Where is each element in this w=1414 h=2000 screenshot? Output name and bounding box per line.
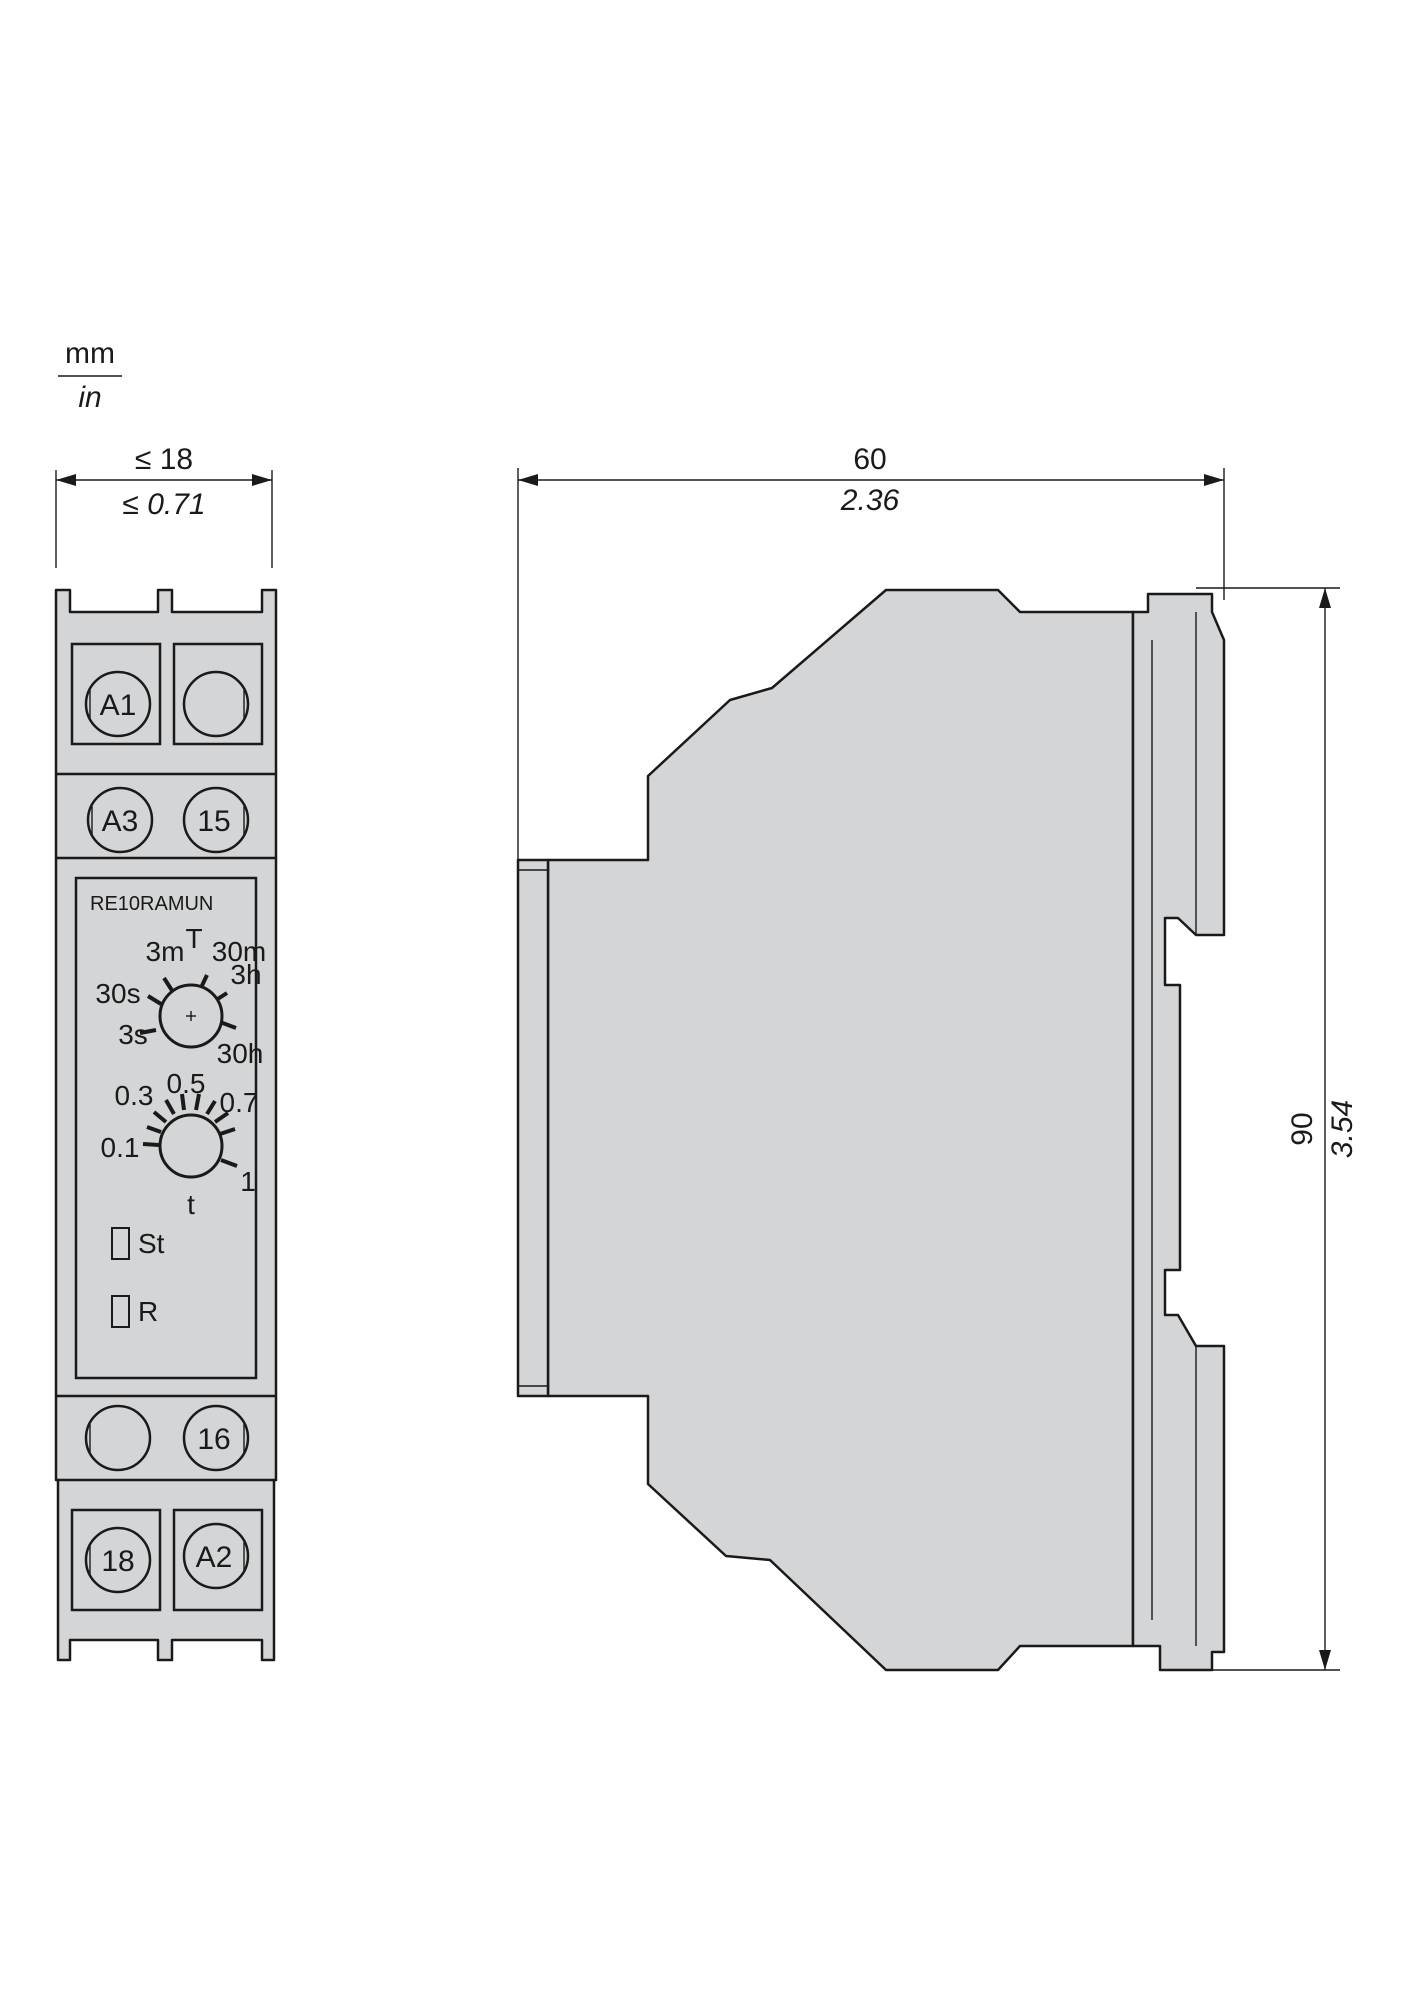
side-depth-mm: 60	[853, 443, 886, 476]
terminal-row-3: 16	[84, 1404, 250, 1472]
side-height-dimension: 90 3.54	[1196, 587, 1359, 1671]
side-front-cover	[516, 858, 550, 1398]
terminal-15	[182, 786, 250, 854]
fine-0-1: 0.1	[101, 1132, 140, 1163]
fine-0-7: 0.7	[220, 1087, 259, 1118]
side-housing	[546, 588, 1135, 1672]
range-3h: 3h	[230, 959, 261, 990]
side-depth-in: 2.36	[840, 484, 900, 517]
range-30s: 30s	[95, 978, 140, 1009]
fine-0-5: 0.5	[167, 1068, 206, 1099]
units-legend: mm in	[58, 337, 122, 414]
terminal-label-a1: A1	[100, 689, 137, 722]
terminal-empty-top	[182, 670, 250, 738]
model-label: RE10RAMUN	[90, 893, 213, 915]
fine-knob[interactable]	[142, 1093, 238, 1179]
side-height-mm: 90	[1286, 1112, 1319, 1145]
range-3m: 3m	[146, 936, 185, 967]
side-din-clip	[1131, 592, 1226, 1672]
led-st-label: St	[138, 1228, 165, 1259]
fine-0-3: 0.3	[115, 1080, 154, 1111]
terminal-empty-bottom	[84, 1404, 152, 1472]
side-view: 60 2.36 90 3.54	[516, 443, 1359, 1672]
front-view: ≤ 18 ≤ 0.71 A1 A3 15	[54, 443, 278, 1662]
led-r: R	[111, 1295, 158, 1328]
range-30h: 30h	[217, 1038, 264, 1069]
terminal-16	[182, 1404, 250, 1472]
units-in: in	[78, 381, 101, 414]
range-knob[interactable]	[139, 974, 237, 1049]
fine-marker: t	[187, 1189, 195, 1220]
front-width-in: ≤ 0.71	[122, 488, 205, 521]
range-30m: 30m	[212, 936, 266, 967]
range-3s: 3s	[118, 1019, 148, 1050]
terminal-row-4: 18 A2	[70, 1508, 264, 1612]
side-depth-dimension: 60 2.36	[517, 443, 1225, 860]
front-width-mm: ≤ 18	[135, 443, 193, 476]
terminal-18	[84, 1526, 152, 1594]
units-mm: mm	[65, 337, 115, 370]
terminal-row-1: A1	[70, 642, 264, 746]
range-marker: T	[185, 923, 202, 954]
fine-1: 1	[240, 1166, 256, 1197]
terminal-a1	[84, 670, 152, 738]
front-width-dimension: ≤ 18 ≤ 0.71	[55, 443, 273, 568]
led-st: St	[111, 1227, 165, 1260]
terminal-a2	[182, 1522, 250, 1590]
terminal-a3	[86, 786, 154, 854]
terminal-label-16: 16	[197, 1423, 230, 1456]
terminal-label-18: 18	[101, 1545, 134, 1578]
led-r-label: R	[138, 1296, 158, 1327]
terminal-label-a3: A3	[102, 805, 139, 838]
terminal-label-15: 15	[197, 805, 230, 838]
terminal-row-2: A3 15	[86, 786, 250, 854]
terminal-label-a2: A2	[196, 1541, 233, 1574]
side-height-in: 3.54	[1326, 1100, 1359, 1158]
